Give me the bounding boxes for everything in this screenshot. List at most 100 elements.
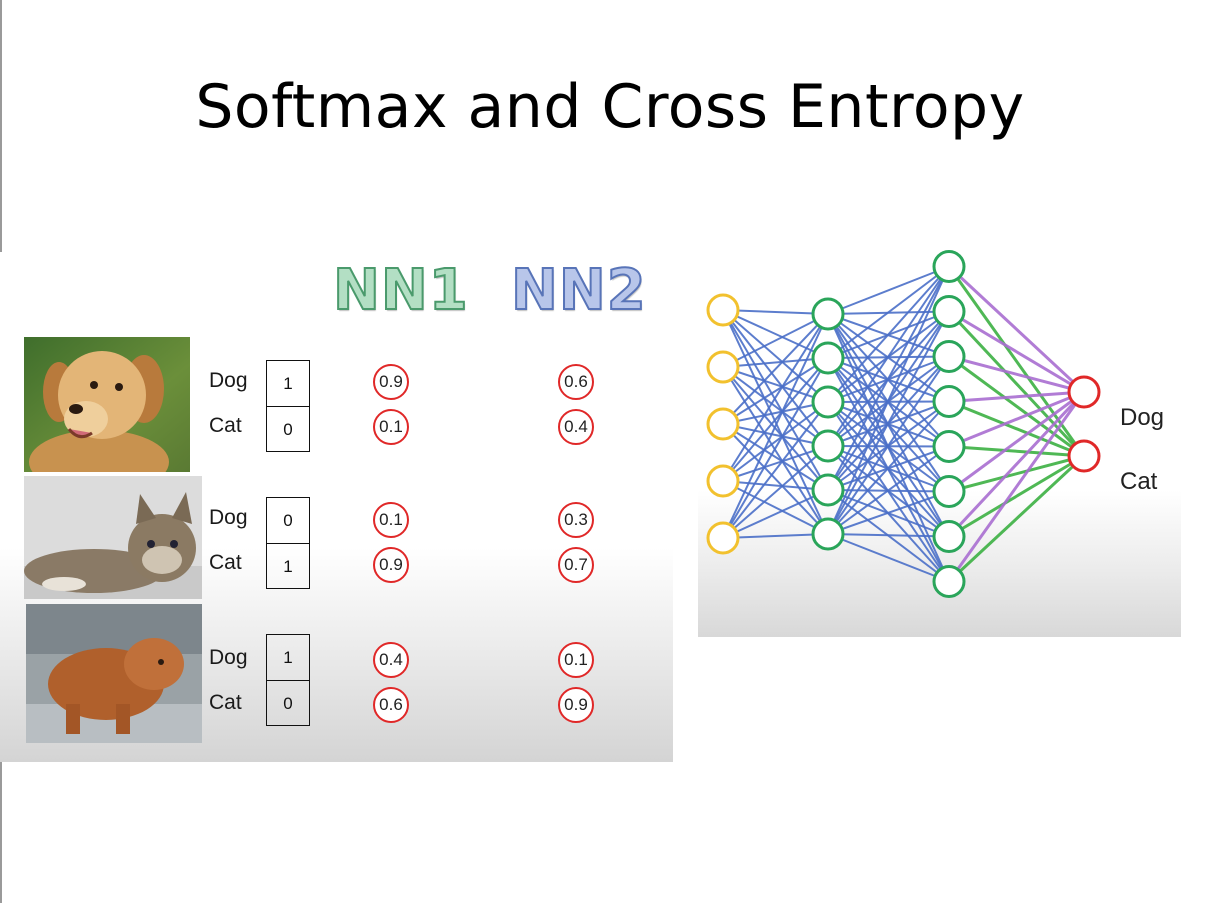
network-edge: [827, 265, 950, 359]
network-edge: [827, 533, 950, 538]
example-1-nn2-cat-prob: 0.4: [558, 409, 594, 445]
network-edge: [948, 390, 1085, 493]
example-2-target-cat: 1: [283, 557, 293, 576]
nn2-header: NN2: [510, 257, 647, 324]
network-edge: [722, 357, 829, 539]
hidden-node: [811, 517, 845, 551]
hidden-node: [811, 429, 845, 463]
network-edge: [947, 390, 1086, 538]
example-3-target-vector: 1 0: [266, 634, 310, 726]
input-node: [706, 407, 740, 441]
network-edge: [722, 366, 829, 535]
network-edge: [722, 309, 829, 491]
network-edge: [827, 311, 950, 535]
network-edge: [722, 480, 829, 535]
classification-table-panel: NN1 NN2 Dog Cat 1 0 0.9 0.1 0.6 0.: [0, 252, 673, 762]
network-edge: [722, 423, 829, 447]
network-edge: [722, 313, 829, 368]
example-2-nn2-dog-prob: 0.3: [558, 502, 594, 538]
network-edge: [827, 266, 950, 491]
hidden-node: [811, 341, 845, 375]
example-2-dog-label: Dog: [209, 506, 248, 529]
example-2-nn1-cat-prob: 0.9: [373, 547, 409, 583]
example-3-dog-label: Dog: [209, 646, 248, 669]
output-node: [1067, 375, 1101, 409]
example-1-nn1-dog-prob: 0.9: [373, 364, 409, 400]
network-edge: [722, 445, 829, 539]
network-edge: [722, 401, 829, 482]
network-edge: [722, 445, 829, 482]
network-edge: [827, 265, 950, 315]
output-node: [1067, 439, 1101, 473]
vector-divider: [267, 406, 309, 407]
network-edge: [948, 355, 1085, 458]
example-3-nn2-dog-prob: 0.1: [558, 642, 594, 678]
hidden-node: [932, 295, 966, 328]
network-edge: [948, 400, 1085, 458]
example-1-cat-label: Cat: [209, 414, 242, 437]
vector-divider: [267, 680, 309, 681]
example-3-target-cat: 0: [283, 694, 293, 713]
cat-photo: [24, 476, 202, 599]
hidden-node: [932, 340, 966, 373]
hidden-node: [811, 297, 845, 331]
hidden-node: [932, 475, 966, 508]
hidden-node: [932, 565, 966, 598]
slide-title: Softmax and Cross Entropy: [195, 72, 1025, 142]
network-edge: [827, 533, 950, 583]
network-edge: [827, 355, 950, 535]
network-edge: [722, 480, 829, 491]
network-edge: [722, 313, 829, 425]
example-1-dog-label: Dog: [209, 369, 248, 392]
neural-network-diagram: [706, 250, 1101, 598]
network-edge: [722, 366, 829, 447]
network-edge: [722, 357, 829, 482]
input-node: [706, 464, 740, 498]
network-edge: [827, 490, 950, 535]
hidden-node: [932, 250, 966, 283]
example-1-nn2-dog-prob: 0.6: [558, 364, 594, 400]
network-edge: [948, 445, 1085, 458]
network-edge: [722, 309, 829, 535]
example-2-cat-label: Cat: [209, 551, 242, 574]
example-1-nn1-cat-prob: 0.1: [373, 409, 409, 445]
brown-dog-photo: [26, 604, 202, 743]
input-node: [706, 293, 740, 327]
hidden-node: [932, 385, 966, 418]
example-1-target-cat: 0: [283, 420, 293, 439]
network-edge: [827, 445, 950, 535]
example-3-nn1-dog-prob: 0.4: [373, 642, 409, 678]
network-edge: [827, 266, 950, 535]
vector-divider: [267, 543, 309, 544]
output-dog-label: Dog: [1120, 404, 1165, 431]
network-edge: [948, 390, 1085, 448]
example-1-target-vector: 1 0: [266, 360, 310, 452]
example-2-target-dog: 0: [283, 511, 293, 530]
hidden-node: [932, 430, 966, 463]
network-edge: [722, 423, 829, 491]
network-edge: [722, 366, 829, 403]
network-diagram-panel: Dog Cat: [698, 250, 1181, 637]
nn1-header: NN1: [332, 257, 469, 324]
network-edge: [827, 265, 950, 403]
example-2-nn2-cat-prob: 0.7: [558, 547, 594, 583]
input-node: [706, 521, 740, 555]
network-edge: [722, 366, 829, 491]
hidden-node: [811, 385, 845, 419]
network-edge: [948, 454, 1085, 538]
example-3-cat-label: Cat: [209, 691, 242, 714]
network-edge: [722, 313, 829, 539]
example-3-target-dog: 1: [283, 648, 293, 667]
network-edge: [722, 357, 829, 425]
network-edge: [722, 423, 829, 535]
network-edge: [722, 401, 829, 425]
network-edge: [947, 454, 1086, 583]
network-edge: [948, 355, 1085, 394]
hidden-node: [811, 473, 845, 507]
network-edge: [722, 401, 829, 539]
network-edge: [722, 313, 829, 482]
example-3-nn2-cat-prob: 0.9: [558, 687, 594, 723]
network-edge: [722, 533, 829, 539]
network-edge: [947, 391, 1086, 583]
dog-photo: [24, 337, 190, 472]
